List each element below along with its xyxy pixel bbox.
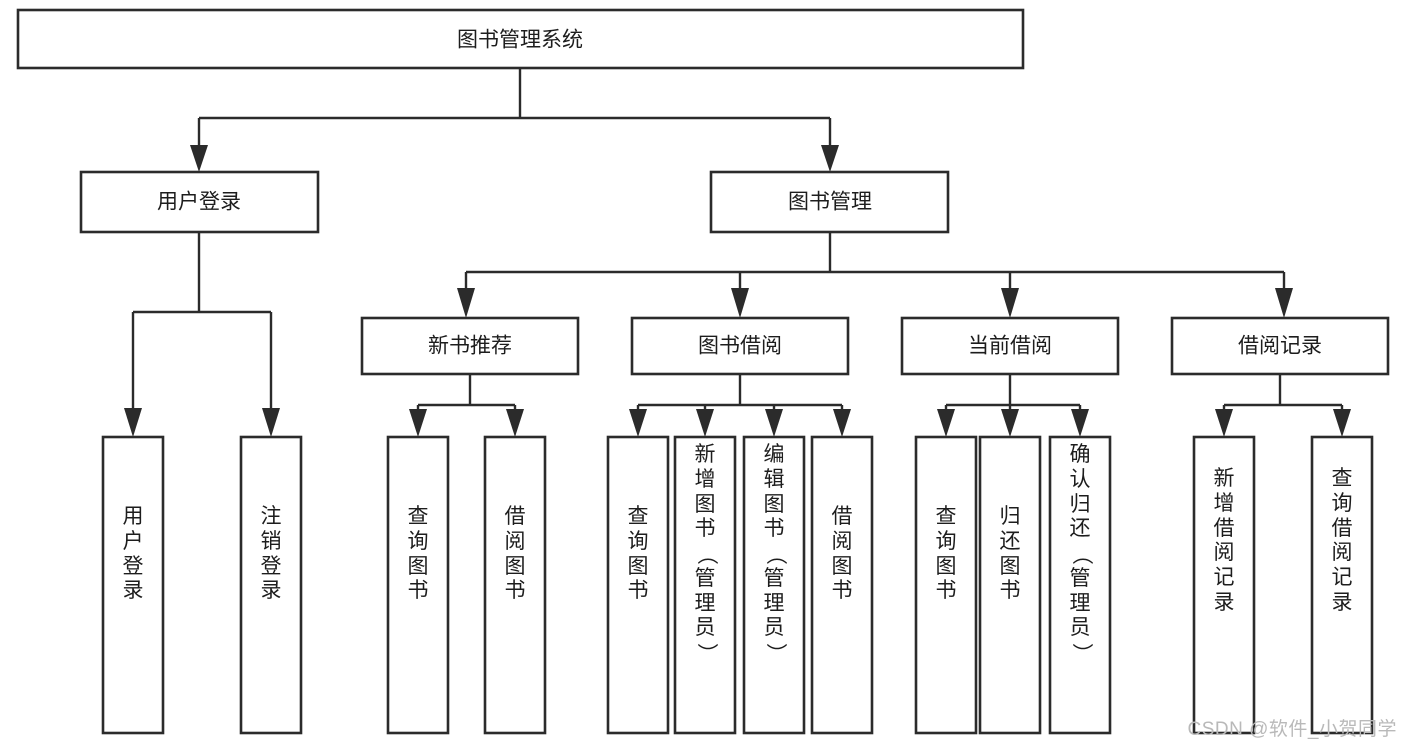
node-book-borrow-label: 图书借阅: [698, 335, 782, 358]
node-user-login[interactable]: 用户登录: [79, 170, 320, 234]
connectors-level2-book-manage: [457, 232, 1293, 318]
leaf-box-borrow-edit[interactable]: [742, 435, 806, 735]
leaf-box-user-login-login[interactable]: [101, 435, 165, 735]
node-current-borrow[interactable]: 当前借阅: [900, 316, 1120, 376]
node-borrow-record[interactable]: 借阅记录: [1170, 316, 1390, 376]
leaf-box-recommend-borrow[interactable]: [483, 435, 547, 735]
leaf-box-borrow-lend[interactable]: [810, 435, 874, 735]
leaf-box-user-login-logout[interactable]: [239, 435, 303, 735]
node-new-book-recommend[interactable]: 新书推荐: [360, 316, 580, 376]
connectors-current-borrow: [937, 374, 1089, 437]
connectors-root-to-level2: [190, 68, 839, 172]
leaf-box-record-query[interactable]: [1310, 435, 1374, 735]
connectors-level2-user-login: [124, 232, 280, 437]
csdn-watermark: CSDN @软件_小贺同学: [1187, 719, 1397, 740]
node-root-label: 图书管理系统: [457, 29, 583, 52]
node-book-manage-label: 图书管理: [788, 191, 872, 214]
node-user-login-label: 用户登录: [157, 191, 241, 214]
connectors-book-borrow: [629, 374, 851, 437]
node-book-borrow[interactable]: 图书借阅: [630, 316, 850, 376]
leaf-box-current-query[interactable]: [914, 435, 978, 735]
leaf-box-borrow-add[interactable]: [673, 435, 737, 735]
node-book-manage[interactable]: 图书管理: [709, 170, 950, 234]
leaf-box-recommend-query[interactable]: [386, 435, 450, 735]
connectors-borrow-record: [1215, 374, 1351, 437]
connectors-new-book-recommend: [409, 374, 524, 437]
node-new-book-recommend-label: 新书推荐: [428, 335, 512, 358]
node-current-borrow-label: 当前借阅: [968, 335, 1052, 358]
node-root[interactable]: 图书管理系统: [16, 8, 1025, 70]
leaf-box-current-confirm[interactable]: [1048, 435, 1112, 735]
node-borrow-record-label: 借阅记录: [1238, 335, 1322, 358]
leaf-box-current-return[interactable]: [978, 435, 1042, 735]
leaf-box-record-add[interactable]: [1192, 435, 1256, 735]
leaf-box-borrow-query[interactable]: [606, 435, 670, 735]
